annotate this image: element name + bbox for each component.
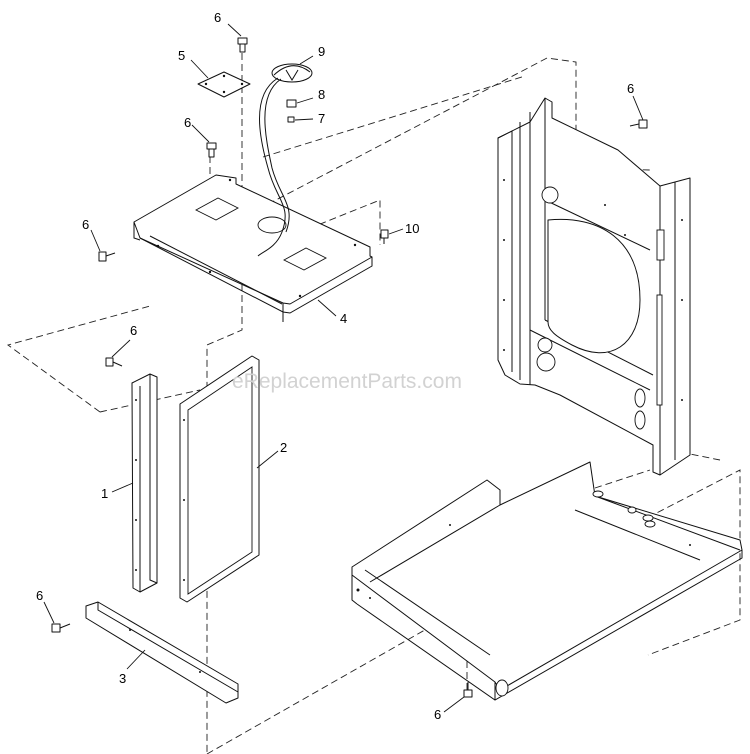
- callout-7: 7: [318, 111, 325, 126]
- callout-9: 9: [318, 44, 325, 59]
- callout-6-left: 6: [82, 217, 89, 232]
- hex-nut[interactable]: [286, 99, 297, 108]
- dome-sensor[interactable]: [257, 63, 313, 257]
- callout-6-panel: 6: [130, 323, 137, 338]
- callout-6-right: 6: [627, 81, 634, 96]
- callout-6-bottom-left: 6: [36, 588, 43, 603]
- callout-5: 5: [178, 48, 185, 63]
- lock-washer[interactable]: [287, 116, 295, 123]
- upright-frame[interactable]: [497, 97, 691, 476]
- callout-4: 4: [340, 311, 347, 326]
- screw-10[interactable]: [380, 229, 389, 244]
- callout-10: 10: [405, 221, 419, 236]
- callout-6-top: 6: [214, 10, 221, 25]
- screw-panel[interactable]: [105, 357, 123, 367]
- screw-top[interactable]: [237, 37, 248, 53]
- screw-left[interactable]: [98, 251, 116, 262]
- callout-6-mid: 6: [184, 115, 191, 130]
- callout-2: 2: [280, 440, 287, 455]
- panel-frame[interactable]: [179, 355, 260, 603]
- screw-bottom-left[interactable]: [51, 623, 71, 633]
- base-skid[interactable]: [351, 461, 743, 701]
- screw-bottom[interactable]: [463, 682, 473, 698]
- screw-mid[interactable]: [206, 142, 217, 158]
- base-angle-bar[interactable]: [85, 601, 239, 704]
- screw-right[interactable]: [629, 119, 648, 129]
- callout-3: 3: [119, 671, 126, 686]
- callout-labels: 6 5 9 8 7 6 6 10 4 6 2 1 6 3 6 6: [36, 10, 634, 722]
- watermark-text: eReplacementParts.com: [232, 370, 462, 393]
- top-panel[interactable]: [133, 174, 373, 322]
- callout-1: 1: [101, 486, 108, 501]
- callout-6-bottom: 6: [434, 707, 441, 722]
- cover-plate[interactable]: [197, 71, 251, 98]
- callout-leaders: [43, 23, 644, 713]
- side-channel[interactable]: [131, 373, 158, 593]
- callout-8: 8: [318, 87, 325, 102]
